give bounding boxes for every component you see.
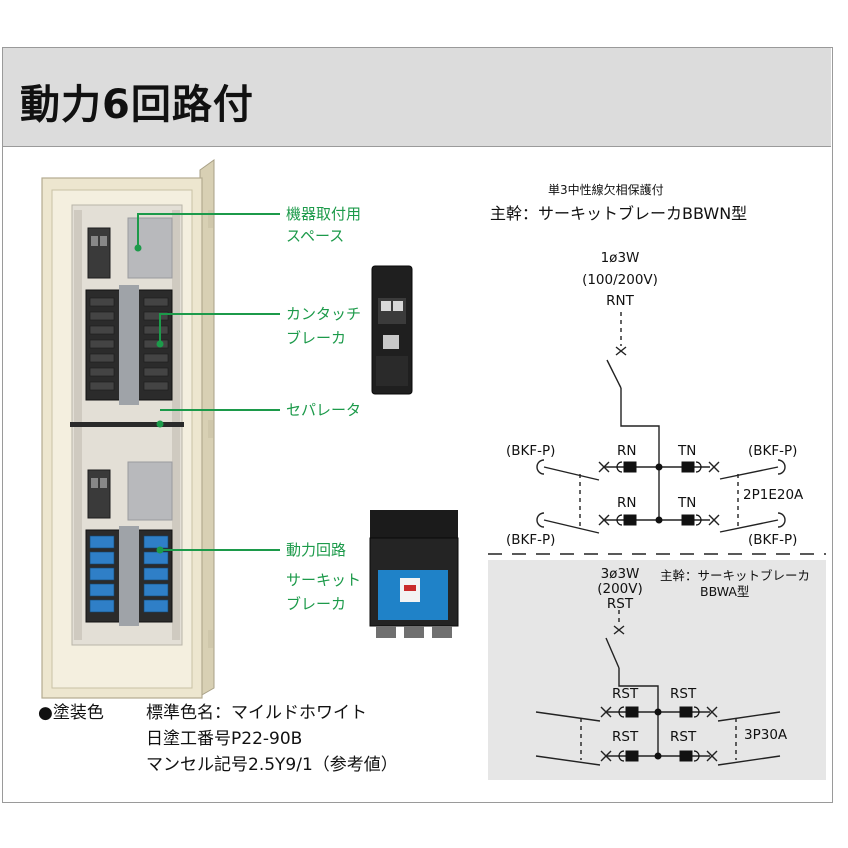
supply3-phase: 3ø3W — [600, 566, 640, 582]
callout-dots — [134, 244, 164, 554]
supply-lines: RNT — [606, 293, 634, 309]
paint-jpma-number: 日塗工番号P22-90B — [146, 729, 303, 749]
label-equipment-space-line1: 機器取付用 — [286, 205, 362, 223]
paint-color-bullet: ●塗装色 — [38, 703, 104, 723]
main3-breaker-type-line2: BBWA型 — [700, 584, 750, 599]
bkf-p-bottom-right: (BKF-P) — [748, 532, 798, 548]
title-bar — [3, 48, 831, 147]
branch-rating-2p: 2P1E20A — [743, 487, 804, 503]
rst-label-4: RST — [670, 729, 697, 745]
fuse-symbols-upper — [623, 461, 695, 526]
supply3-lines: RST — [606, 596, 634, 612]
main3-breaker-type-line1: 主幹：サーキットブレーカ — [660, 568, 811, 583]
kantacchi-breaker-image — [371, 265, 413, 395]
label-circuit-breaker-line1: サーキット — [286, 571, 362, 589]
branch-rating-3p: 3P30A — [744, 727, 788, 743]
tn-label-1: TN — [678, 443, 697, 459]
distribution-panel-image — [41, 159, 215, 699]
label-circuit-breaker-line2: ブレーカ — [286, 595, 347, 613]
fuse-caps-upper — [616, 461, 702, 526]
label-power-circuit: 動力回路 — [286, 541, 347, 559]
paint-standard-color: 標準色名：マイルドホワイト — [146, 703, 367, 723]
tn-label-2: TN — [678, 495, 697, 511]
bkf-p-bottom-left: (BKF-P) — [506, 532, 556, 548]
bkf-p-top-left: (BKF-P) — [506, 443, 556, 459]
label-kantacchi-line2: ブレーカ — [286, 329, 347, 347]
rn-label-1: RN — [617, 443, 637, 459]
rst-label-2: RST — [670, 686, 697, 702]
supply-voltage: (100/200V) — [582, 272, 658, 288]
label-kantacchi-line1: カンタッチ — [286, 305, 362, 323]
label-equipment-space-line2: スペース — [286, 227, 345, 245]
circuit-breaker-image — [369, 510, 459, 638]
callout-lines — [137, 213, 280, 551]
diagram-main-breaker-type: 主幹：サーキットブレーカBBWN型 — [490, 204, 748, 223]
rn-label-2: RN — [617, 495, 637, 511]
page-title: 動力6回路付 — [20, 82, 254, 128]
rst-label-1: RST — [612, 686, 639, 702]
label-separator: セパレータ — [286, 401, 362, 419]
diagram-top-note: 単3中性線欠相保護付 — [548, 183, 664, 197]
fuse-caps-lower — [618, 706, 700, 762]
bkf-p-top-right: (BKF-P) — [748, 443, 798, 459]
fuse-symbols-lower — [625, 706, 693, 762]
power-circuit-zone — [488, 560, 826, 780]
paint-munsell: マンセル記号2.5Y9/1（参考値） — [146, 755, 398, 775]
wiring-diagram-upper — [488, 312, 826, 555]
supply-phase: 1ø3W — [600, 250, 640, 266]
rst-label-3: RST — [612, 729, 639, 745]
supply3-voltage: (200V) — [597, 581, 643, 597]
